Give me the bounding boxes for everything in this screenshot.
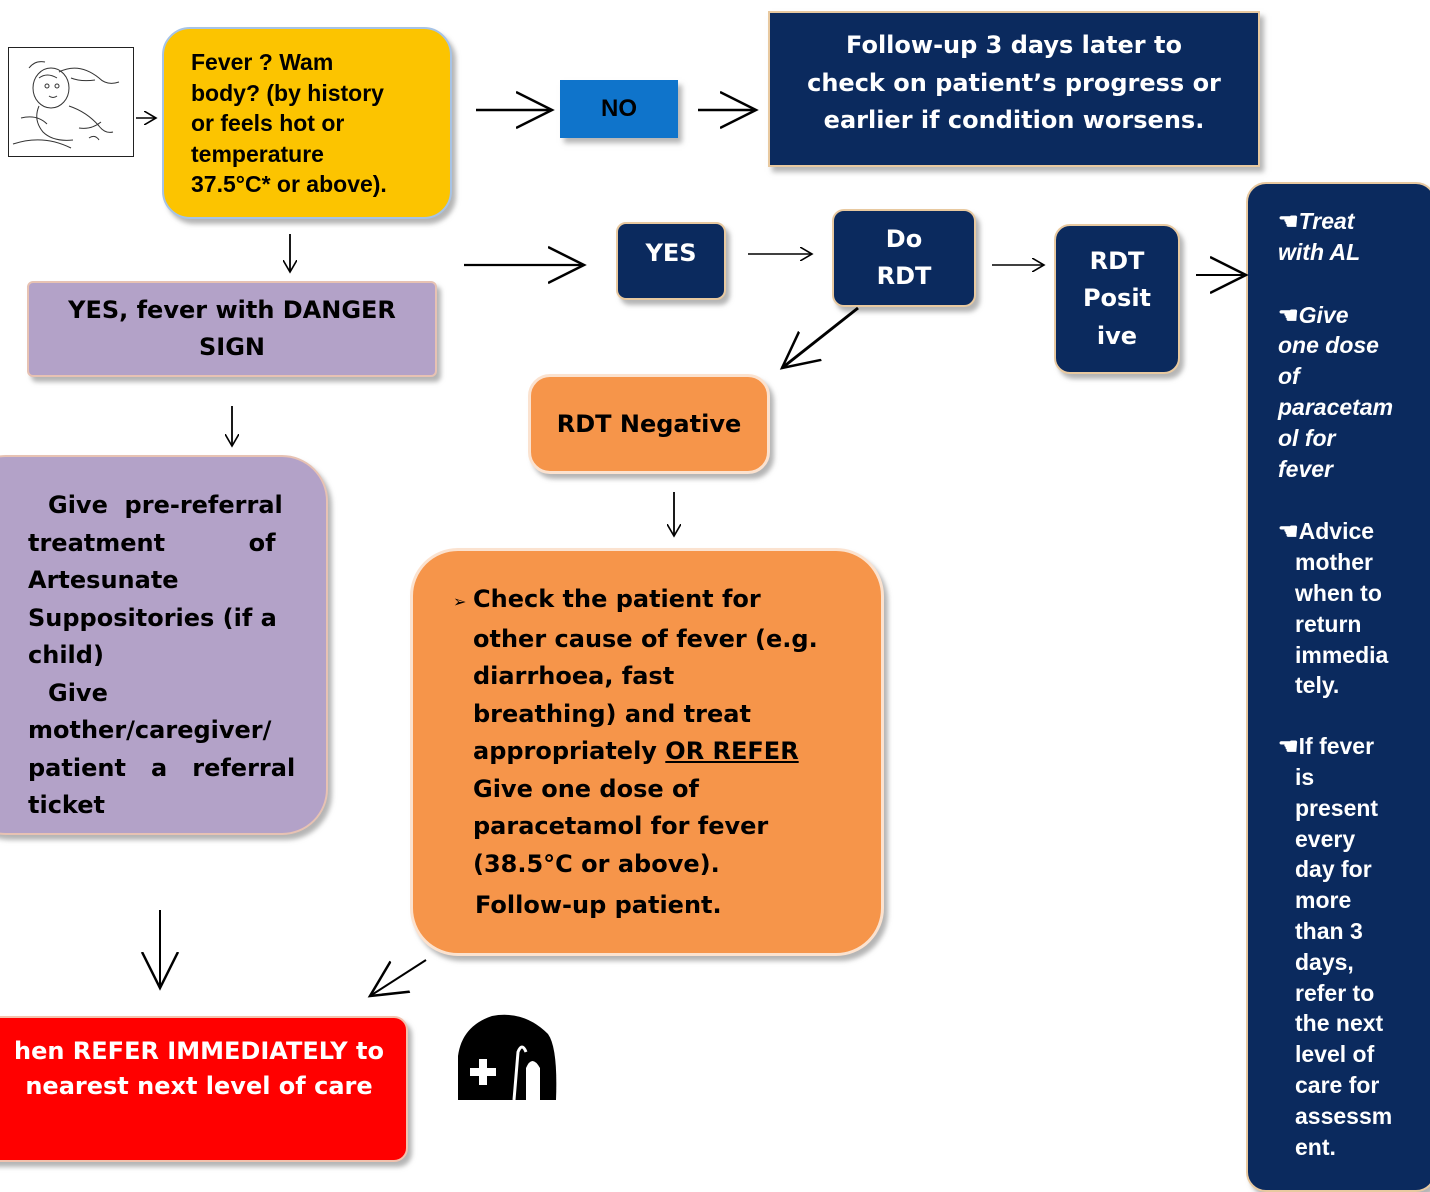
- persist-line-10: the next: [1295, 1010, 1384, 1037]
- do-rdt-box: Do RDT: [832, 209, 976, 307]
- or-refer-text: OR REFER: [665, 737, 799, 765]
- para-line-4: paracetam: [1278, 393, 1394, 420]
- prereferral-1-line-4: Suppositories (if a: [28, 603, 277, 632]
- treat-line-1: Treat: [1298, 208, 1355, 234]
- advice-line-3: when to: [1295, 579, 1382, 606]
- danger-sign-box: YES, fever with DANGER SIGN: [27, 281, 437, 377]
- negative-1-line-4: breathing) and treat: [473, 699, 751, 728]
- persist-line-5: day for: [1295, 856, 1372, 883]
- persist-line-1: If fever: [1298, 733, 1375, 760]
- refer-line-2: nearest next level of care: [25, 1072, 373, 1100]
- persist-line-11: level of: [1295, 1041, 1375, 1068]
- persist-line-7: than 3: [1295, 917, 1363, 944]
- negative-3-line-1: Follow-up patient.: [475, 891, 722, 919]
- persist-line-4: every: [1295, 825, 1356, 852]
- treat-line-2: with AL: [1278, 238, 1361, 265]
- fever-line-4: temperature: [191, 140, 324, 167]
- pointing-hand-icon: ☚: [1278, 518, 1299, 545]
- no-label: NO: [601, 95, 637, 122]
- prereferral-1-line-2: treatment of: [28, 528, 276, 557]
- followup-line-2: check on patient’s progress or: [807, 68, 1221, 97]
- arrow-actions-to-refer: [370, 959, 427, 996]
- persist-line-6: more: [1295, 887, 1352, 914]
- treatment-box: ☚Treat with AL ☚Give one dose of paracet…: [1246, 182, 1430, 1192]
- danger-line-2: SIGN: [199, 333, 265, 361]
- rdt-negative-box: RDT Negative: [528, 374, 770, 474]
- pointing-hand-icon: ☚: [1278, 208, 1299, 234]
- prereferral-2-line-3: patient a referral: [28, 753, 296, 782]
- persist-line-12: care for: [1295, 1071, 1380, 1098]
- negative-1-line-5: appropriately: [473, 737, 666, 765]
- prereferral-2-line-4: ticket: [28, 791, 105, 819]
- advice-line-2: mother: [1295, 549, 1373, 576]
- followup-box: Follow-up 3 days later to check on patie…: [768, 11, 1260, 167]
- persist-line-13: assessm: [1295, 1102, 1393, 1129]
- negative-2-line-1: Give one dose of: [473, 774, 699, 803]
- health-facility-icon: [452, 1012, 560, 1104]
- arrow-do-rdt-to-negative: [782, 306, 859, 368]
- rdt-positive-line-2: Posit: [1082, 284, 1152, 313]
- negative-2-line-2: paracetamol for fever: [473, 812, 769, 840]
- prereferral-1-line-1: Give pre-referral: [48, 491, 283, 519]
- prereferral-item-2: Give mother/caregiver/ patient a referra…: [28, 675, 296, 825]
- prereferral-item-1: Give pre-referral treatment of Artesunat…: [28, 487, 290, 675]
- fever-line-3: or feels hot or: [191, 110, 345, 136]
- para-line-3: of: [1278, 363, 1300, 390]
- negative-1-line-3: diarrhoea, fast: [473, 662, 675, 690]
- advice-line-1: Advice: [1298, 518, 1375, 545]
- advice-section: ☚Advice mother when to return immedia te…: [1278, 516, 1430, 701]
- prereferral-1-line-3: Artesunate: [28, 566, 179, 594]
- fever-line-2: body? (by history: [191, 79, 384, 106]
- para-line-2: one dose: [1278, 332, 1379, 359]
- pointing-hand-icon: ☚: [1278, 301, 1299, 328]
- persist-line-2: is: [1295, 763, 1315, 790]
- do-rdt-line-1: Do: [885, 224, 923, 253]
- danger-line-1: YES, fever with DANGER: [68, 295, 396, 324]
- negative-2-line-3: (38.5°C or above).: [473, 849, 720, 878]
- patient-illustration: [8, 47, 134, 157]
- rdt-positive-line-1: RDT: [1089, 246, 1145, 275]
- arrow-bullet-icon: ➢: [453, 592, 467, 611]
- para-line-1: Give: [1298, 301, 1349, 328]
- advice-line-6: tely.: [1295, 672, 1340, 699]
- prereferral-1-line-5: child): [28, 641, 104, 669]
- fever-line-1: Fever ? Wam: [191, 49, 334, 75]
- prereferral-2-line-2: mother/caregiver/: [28, 716, 272, 744]
- para-line-5: ol for: [1278, 424, 1336, 451]
- negative-1-line-2: other cause of fever (e.g.: [473, 624, 818, 653]
- fever-question-box: Fever ? Wam body? (by history or feels h…: [162, 27, 452, 219]
- prereferral-box: Give pre-referral treatment of Artesunat…: [0, 455, 328, 835]
- no-box: NO: [560, 80, 678, 138]
- rdt-negative-label: RDT Negative: [556, 410, 742, 438]
- negative-1-line-1: Check the patient for: [473, 585, 761, 613]
- rdt-positive-box: RDT Posit ive: [1054, 224, 1180, 374]
- do-rdt-line-2: RDT: [876, 262, 932, 290]
- followup-line-3: earlier if condition worsens.: [823, 106, 1205, 134]
- persist-line-14: ent.: [1295, 1133, 1336, 1160]
- followup-line-1: Follow-up 3 days later to: [846, 31, 1182, 59]
- refer-line-1: hen REFER IMMEDIATELY to: [14, 1037, 384, 1065]
- sick-child-icon: [12, 61, 120, 149]
- yes-box: YES: [616, 222, 726, 300]
- negative-actions-box: ➢ Check the patient for other cause of fe…: [410, 548, 884, 956]
- para-line-6: fever: [1278, 455, 1333, 482]
- persist-line-8: days,: [1295, 948, 1354, 975]
- treat-section: ☚Treat with AL: [1278, 206, 1430, 268]
- yes-label: YES: [645, 239, 697, 267]
- prereferral-2-line-1: Give: [48, 678, 108, 707]
- rdt-positive-line-3: ive: [1096, 321, 1138, 350]
- persist-line-9: refer to: [1295, 979, 1375, 1006]
- fever-line-5: 37.5°C* or above).: [191, 171, 387, 197]
- advice-line-4: return: [1295, 610, 1362, 637]
- paracetamol-section: ☚Give one dose of paracetam ol for fever: [1278, 300, 1430, 485]
- fever-persist-section: ☚If fever is present every day for more …: [1278, 731, 1430, 1162]
- persist-line-3: present: [1295, 794, 1379, 821]
- refer-immediately-box: hen REFER IMMEDIATELY to nearest next le…: [0, 1016, 408, 1162]
- pointing-hand-icon: ☚: [1278, 733, 1299, 760]
- advice-line-5: immedia: [1295, 641, 1389, 668]
